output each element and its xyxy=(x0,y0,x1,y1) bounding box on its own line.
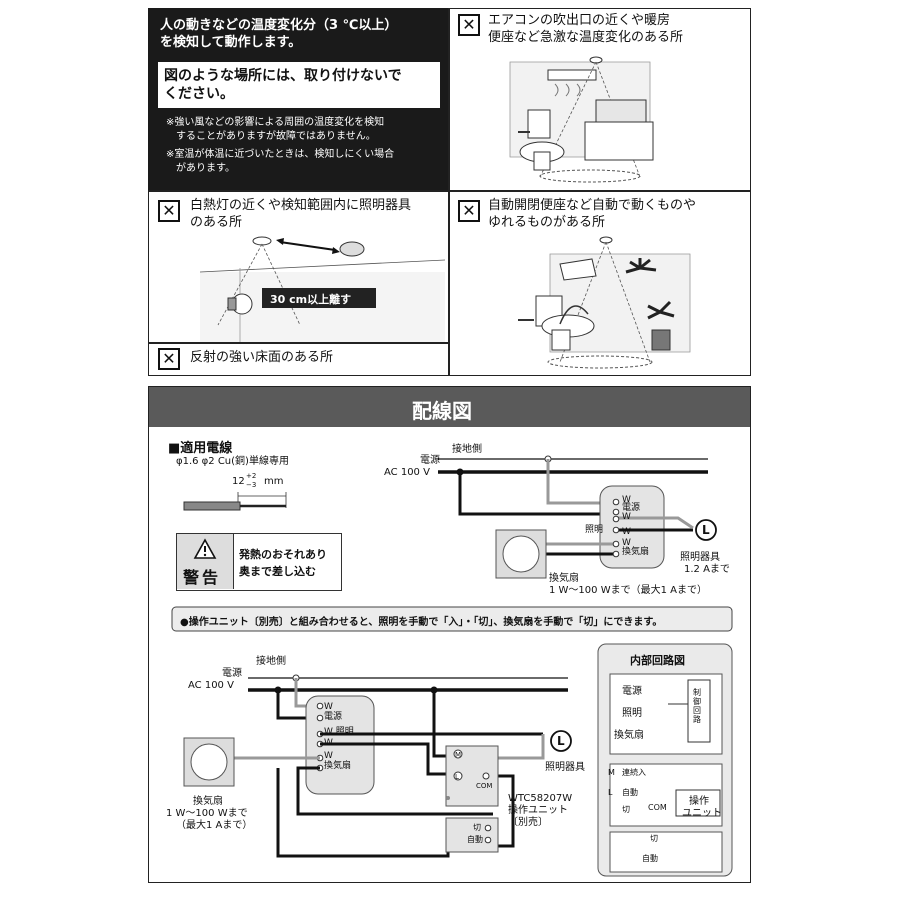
lamp-illustration xyxy=(200,236,445,342)
internal-m: M xyxy=(608,768,615,777)
lamp-line1: 白熱灯の近くや検知範囲内に照明器具 xyxy=(190,198,412,213)
d1-lamp-symbol: L xyxy=(702,523,710,537)
note1-line2: することがありますが故障ではありません。 xyxy=(176,131,376,142)
prohibit-icon: ✕ xyxy=(458,14,480,36)
d2-lamp-label: 照明器具 xyxy=(545,762,585,773)
wiring-frame xyxy=(148,386,751,883)
warning-line1: 図のような場所には、取り付けないで xyxy=(164,68,402,84)
grid-divider-h2 xyxy=(148,342,449,344)
d2-terminal-w2: W xyxy=(324,738,333,748)
d1-fan-label: 換気扇 xyxy=(549,573,579,584)
placement-grid xyxy=(148,8,751,376)
caution-line2: 奥まで差し込む xyxy=(239,565,316,578)
d1-fan-rating: 1 W〜100 Wまで（最大1 Aまで） xyxy=(549,585,707,596)
note2-line1: ※室温が体温に近づいたときは、検知しにくい場合 xyxy=(166,149,395,160)
note2-line2: があります。 xyxy=(176,163,235,174)
warning-line2: ください。 xyxy=(164,86,234,102)
prohibit-icon: ✕ xyxy=(458,200,480,222)
d2-fan-max: （最大1 Aまで） xyxy=(176,820,253,831)
d2-unit-model: WTC58207W xyxy=(508,793,573,804)
distance-label: 30 cm以上離す xyxy=(270,293,352,306)
internal-light: 照明 xyxy=(622,708,642,719)
internal-off: 切 xyxy=(622,805,630,814)
d2-switch-auto: 自動 xyxy=(467,835,483,844)
d1-terminal-fan: 換気扇 xyxy=(622,547,650,557)
detect-line2: を検知して動作します。 xyxy=(160,35,302,50)
internal-power: 電源 xyxy=(622,686,642,697)
d1-terminal-w1: W xyxy=(622,495,631,505)
caution-line1: 発熱のおそれあり xyxy=(239,548,327,561)
internal-sw-auto: 自動 xyxy=(642,854,658,863)
d1-terminal-w2: W xyxy=(622,512,631,522)
internal-continuous: 連続入 xyxy=(622,768,646,777)
d2-terminal-fan: 換気扇 xyxy=(324,761,352,771)
wiring-header xyxy=(149,387,750,427)
wiring-diagram-lines xyxy=(171,455,733,877)
internal-com: COM xyxy=(648,803,667,812)
d2-fan-rating: 1 W〜100 Wまで xyxy=(166,808,248,819)
d2-ground: 接地側 xyxy=(256,656,286,667)
internal-title: 内部回路図 xyxy=(630,654,685,667)
auto-line1: 自動開閉便座など自動で動くものや xyxy=(488,198,697,213)
note1-line1: ※強い風などの影響による周囲の温度変化を検知 xyxy=(166,117,385,128)
internal-fan: 換気扇 xyxy=(614,730,644,741)
warning-banner: 図のような場所には、取り付けないで ください。 xyxy=(158,62,440,108)
caution-label-box: 警告 xyxy=(177,534,234,589)
d2-unit-name: 操作ユニット xyxy=(508,805,568,816)
d2-switch-off: 切 xyxy=(473,823,481,832)
cable-spec: φ1.6 φ2 Cu(銅)単線専用 xyxy=(176,456,289,467)
grid-divider-v xyxy=(448,8,450,376)
prohibit-icon: ✕ xyxy=(158,348,180,370)
caution-box: 警告 発熱のおそれあり 奥まで差し込む xyxy=(176,533,342,591)
d1-lamp-label: 照明器具 xyxy=(680,552,720,563)
d1-terminal-w4: W xyxy=(622,538,631,548)
auto-toilet-illustration xyxy=(518,236,691,369)
cable-drawing xyxy=(183,492,287,511)
d2-power-label: 電源 xyxy=(222,668,242,679)
d2-terminal-light: W 照明 xyxy=(324,727,354,737)
warning-triangle-icon xyxy=(193,538,217,559)
internal-sw-off: 切 xyxy=(650,834,658,843)
grid-divider-h xyxy=(148,190,751,192)
d2-unit-m: M xyxy=(455,751,462,759)
internal-l: L xyxy=(608,788,613,797)
d2-voltage: AC 100 V xyxy=(188,680,234,691)
auto-line2: ゆれるものがある所 xyxy=(488,215,606,230)
d1-terminal-light: 照明 xyxy=(585,525,604,535)
d1-terminal-w3: W xyxy=(622,527,631,537)
d2-fan-label: 換気扇 xyxy=(193,796,223,807)
detect-line1: 人の動きなどの温度変化分（3 ℃以上） xyxy=(160,18,398,33)
d1-voltage: AC 100 V xyxy=(384,467,430,478)
aircon-toilet-illustration xyxy=(509,56,654,183)
d2-unit-l: L xyxy=(455,773,459,781)
internal-auto: 自動 xyxy=(622,788,638,797)
d1-ground: 接地側 xyxy=(452,444,482,455)
d1-lamp-rating: 1.2 Aまで xyxy=(684,564,730,575)
d2-unit-optional: 〔別売〕 xyxy=(508,817,548,828)
d1-terminal-power: 電源 xyxy=(622,503,641,513)
d2-lamp-symbol: L xyxy=(557,734,565,748)
strip-tol-plus: +2 xyxy=(246,472,257,480)
aircon-line1: エアコンの吹出口の近くや暖房 xyxy=(488,13,671,28)
internal-unit2: ユニット xyxy=(682,808,722,819)
prohibit-icon: ✕ xyxy=(158,200,180,222)
strip-length: 12 xyxy=(232,476,245,487)
strip-unit: mm xyxy=(264,476,284,487)
d2-terminal-power: 電源 xyxy=(324,712,343,722)
black-info-panel: 人の動きなどの温度変化分（3 ℃以上） を検知して動作します。 図のような場所に… xyxy=(148,8,449,191)
d2-unit-com: COM xyxy=(476,782,493,790)
d2-terminal-w1: W xyxy=(324,702,333,712)
wiring-title: 配線図 xyxy=(412,399,472,423)
caution-label: 警告 xyxy=(183,568,222,587)
d1-power-label: 電源 xyxy=(420,455,440,466)
d2-terminal-w3: W xyxy=(324,751,333,761)
aircon-line2: 便座など急激な温度変化のある所 xyxy=(488,30,684,45)
operation-note: ●操作ユニット〔別売〕と組み合わせると、照明を手動で「入」・「切」、換気扇を手動… xyxy=(180,617,663,628)
strip-tol-minus: −3 xyxy=(246,481,257,489)
floor-text: 反射の強い床面のある所 xyxy=(190,350,334,365)
lamp-line2: のある所 xyxy=(190,215,243,230)
cable-heading: ■適用電線 xyxy=(168,441,233,456)
internal-control: 制御回路 xyxy=(693,688,701,724)
internal-unit1: 操作 xyxy=(689,796,709,807)
